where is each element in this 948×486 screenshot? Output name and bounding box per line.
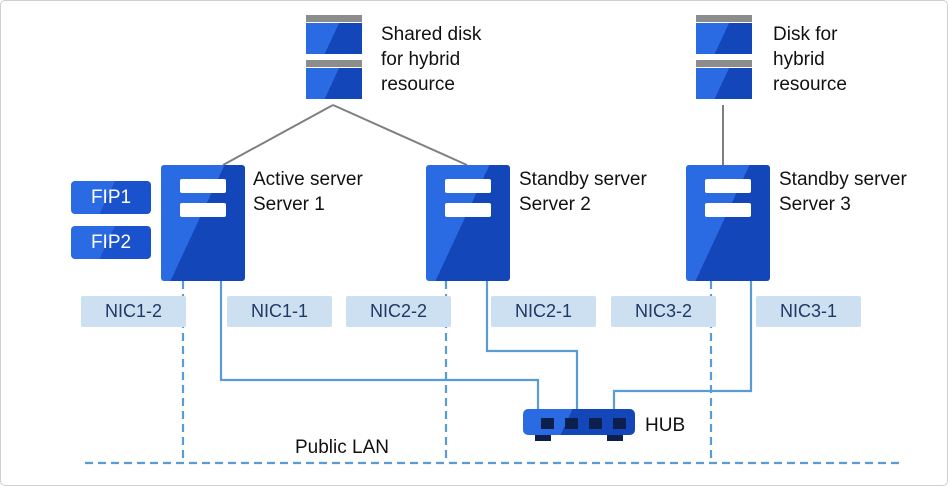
server-slot	[180, 179, 226, 193]
disk-body	[696, 68, 752, 99]
hub-port	[613, 418, 626, 429]
hub-link-lines	[219, 281, 753, 410]
server1-label: Active server Server 1	[253, 169, 363, 215]
hub-icon	[523, 409, 635, 435]
server-slot	[445, 179, 491, 193]
fip1-badge: FIP1	[71, 181, 151, 214]
disk-cap	[306, 60, 362, 67]
hub-label: HUB	[645, 415, 686, 436]
disk-body	[306, 23, 362, 54]
disk-body	[696, 23, 752, 54]
hub-foot	[535, 435, 551, 441]
disk-cap	[696, 15, 752, 22]
server3-label: Standby server Server 3	[779, 169, 907, 215]
hybrid-disk-icon	[696, 15, 752, 99]
nic1-2-label: NIC1-2	[81, 296, 186, 327]
hybrid-disk-label: Disk for hybrid resource	[773, 24, 847, 95]
hub-port	[541, 418, 554, 429]
server-slot	[180, 203, 226, 217]
server2-label: Standby server Server 2	[519, 169, 647, 215]
server-slot	[445, 203, 491, 217]
disk-cap	[696, 60, 752, 67]
nic3-1-label: NIC3-1	[756, 296, 861, 327]
nic1-1-label: NIC1-1	[227, 296, 332, 327]
nic3-2-label: NIC3-2	[611, 296, 716, 327]
hub-port	[589, 418, 602, 429]
shared-disk-icon	[306, 15, 362, 99]
disk-cap	[306, 15, 362, 22]
hub-foot	[607, 435, 623, 441]
nic2-1-label: NIC2-1	[491, 296, 596, 327]
shared-disk-label: Shared disk for hybrid resource	[381, 24, 482, 95]
hub-port	[565, 418, 578, 429]
disk-link-lines	[222, 104, 724, 166]
public-lan-label: Public LAN	[295, 437, 389, 458]
disk-body	[306, 68, 362, 99]
server2-icon	[426, 165, 510, 281]
server1-icon	[161, 165, 245, 281]
server-slot	[705, 179, 751, 193]
fip2-badge: FIP2	[71, 226, 151, 259]
server3-icon	[686, 165, 770, 281]
nic2-2-label: NIC2-2	[346, 296, 451, 327]
server-slot	[705, 203, 751, 217]
